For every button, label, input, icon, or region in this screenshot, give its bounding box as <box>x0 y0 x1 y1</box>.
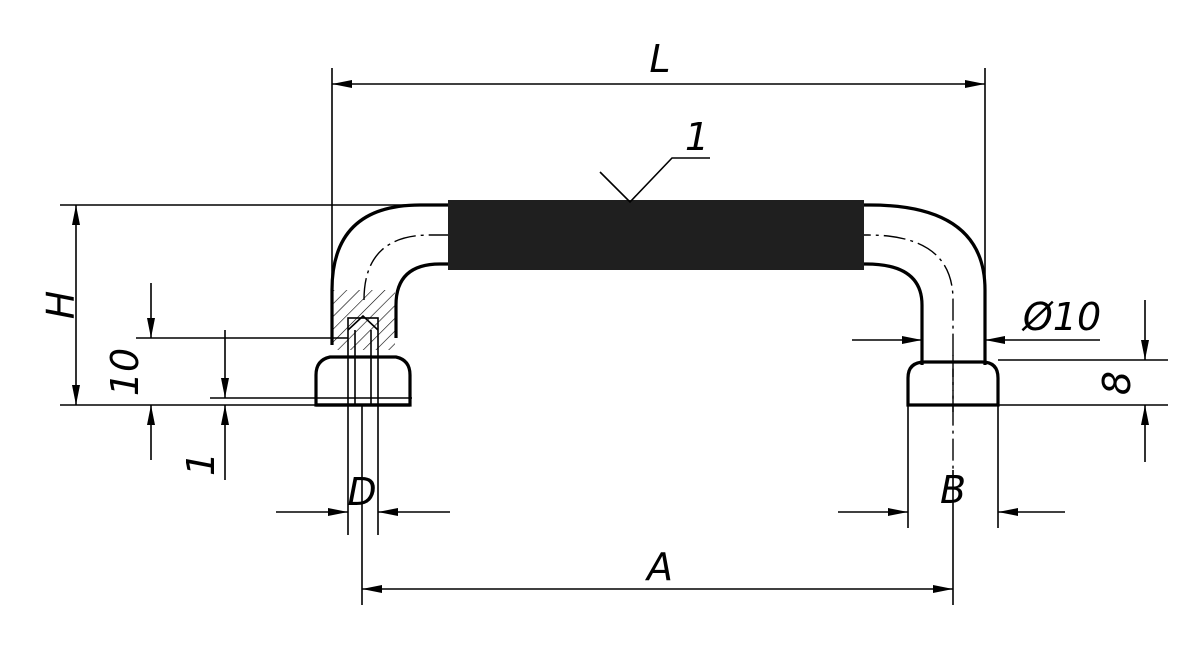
right-foot-cap <box>906 360 1000 407</box>
handle-body <box>330 200 987 470</box>
dimension-D: D <box>276 405 450 535</box>
label-10: 10 <box>103 348 147 396</box>
label-B: B <box>940 468 966 512</box>
dimension-L: L <box>331 37 986 345</box>
dimension-diameter-10: Ø10 <box>852 295 1101 344</box>
label-diameter: Ø10 <box>1021 295 1101 339</box>
label-H: H <box>39 291 83 320</box>
label-L: L <box>649 37 670 81</box>
dimension-B: B <box>838 405 1065 528</box>
dimension-10: 10 <box>103 283 348 460</box>
label-1: 1 <box>179 452 223 476</box>
left-foot-section <box>300 290 412 407</box>
dimension-A: A <box>361 405 954 605</box>
plastic-grip <box>448 200 864 270</box>
item-1-callout: 1 <box>599 115 710 204</box>
foot-cap-section <box>314 355 412 407</box>
dimension-1: 1 <box>179 330 300 480</box>
right-foot <box>906 355 1000 415</box>
label-item-1: 1 <box>685 115 709 159</box>
label-8: 8 <box>1095 371 1139 395</box>
tube-section-hatch <box>333 290 395 350</box>
tube-outer-contour <box>330 203 987 365</box>
dimension-8: 8 <box>998 300 1168 462</box>
dimension-H: H <box>39 204 440 406</box>
label-A: A <box>644 545 673 589</box>
tube-inner-contour <box>394 262 924 365</box>
tube-centerline <box>363 234 954 470</box>
